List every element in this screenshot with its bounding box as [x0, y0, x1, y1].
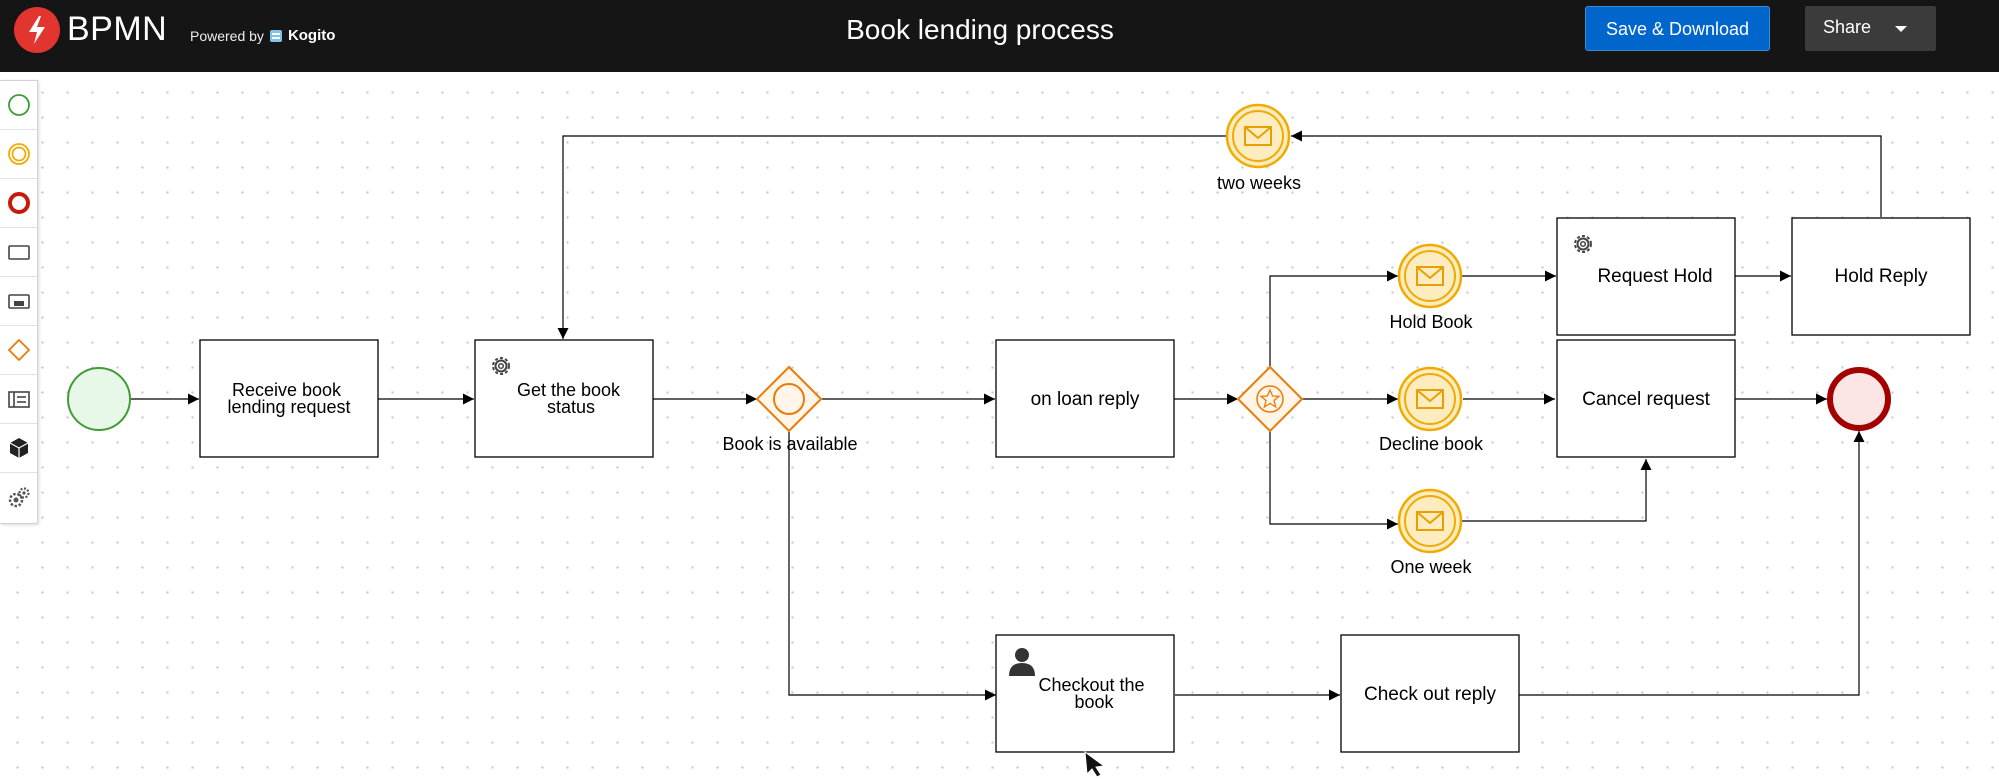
top-bar: BPMN Powered by Kogito Book lending proc… [0, 0, 1999, 72]
task-label: Hold Reply [1835, 266, 1928, 287]
shape-palette [0, 80, 38, 524]
share-dropdown-button[interactable]: Share [1805, 6, 1936, 51]
task-checkout-book[interactable]: Checkout the book [995, 634, 1175, 753]
event-one-week[interactable] [1397, 488, 1463, 554]
task-label: Cancel request [1582, 389, 1711, 410]
palette-end-events[interactable] [0, 179, 37, 228]
task-icon [7, 245, 30, 260]
bpmn-logo-icon [14, 7, 60, 53]
palette-intermediate-events[interactable] [0, 130, 37, 179]
service-tasks-icon [8, 486, 30, 507]
page-title: Book lending process [846, 14, 1114, 45]
palette-start-events[interactable] [0, 81, 37, 130]
event-hold-book[interactable] [1397, 243, 1463, 309]
intermediate-event-icon [7, 143, 30, 165]
task-label: lending request [227, 397, 350, 417]
kogito-logo-icon [269, 30, 282, 42]
palette-lanes[interactable] [0, 375, 37, 424]
task-hold-reply[interactable]: Hold Reply [1791, 217, 1971, 336]
share-label: Share [1823, 17, 1872, 37]
task-label: Check out reply [1364, 684, 1497, 705]
event-label: One week [1390, 557, 1472, 577]
user-task-icon [1009, 648, 1035, 676]
event-label: Hold Book [1389, 312, 1473, 332]
palette-gateways[interactable] [0, 326, 37, 375]
diagram-canvas[interactable]: Receive book lending request Get the boo… [0, 72, 1999, 779]
task-label: Request Hold [1597, 266, 1712, 287]
task-receive-book-request[interactable]: Receive book lending request [199, 339, 379, 458]
palette-subprocesses[interactable] [0, 277, 37, 326]
task-get-book-status[interactable]: Get the book status [474, 339, 654, 458]
mouse-cursor-icon [1084, 750, 1106, 778]
gateway-label: Book is available [722, 434, 857, 454]
event-label: two weeks [1217, 173, 1301, 193]
palette-service-tasks[interactable] [0, 473, 37, 522]
gateway-book-available[interactable] [755, 365, 823, 433]
kogito-brand: Kogito [287, 27, 336, 44]
save-download-button[interactable]: Save & Download [1585, 6, 1770, 51]
task-label: Receive book [232, 380, 342, 400]
task-on-loan-reply[interactable]: on loan reply [995, 339, 1175, 458]
svg-text:Get the book status: Get the book status [517, 380, 625, 417]
task-label: status [547, 397, 595, 417]
event-two-weeks[interactable] [1225, 103, 1291, 169]
app-name: BPMN [67, 10, 168, 48]
event-label: Decline book [1379, 434, 1484, 454]
bpmn-diagram[interactable]: Receive book lending request Get the boo… [0, 72, 1999, 779]
task-cancel-request[interactable]: Cancel request [1556, 339, 1736, 458]
start-event-icon [7, 94, 30, 116]
event-based-gateway[interactable] [1236, 365, 1304, 433]
gateway-icon [7, 338, 30, 362]
task-label: Get the book [517, 380, 621, 400]
task-label: book [1074, 692, 1114, 712]
svg-text:Receive book lending r: Receive book lending request [227, 380, 350, 417]
custom-task-icon [9, 438, 28, 458]
event-decline-book[interactable] [1397, 366, 1463, 432]
task-request-hold[interactable]: Request Hold [1556, 217, 1736, 336]
task-label: on loan reply [1031, 389, 1140, 410]
sequence-flows[interactable] [131, 130, 1882, 701]
end-event[interactable] [1827, 367, 1891, 431]
task-label: Checkout the [1038, 675, 1144, 695]
palette-custom-tasks[interactable] [0, 424, 37, 473]
start-event[interactable] [67, 367, 131, 431]
subprocess-icon [7, 294, 30, 309]
caret-down-icon [1895, 26, 1907, 32]
task-check-out-reply[interactable]: Check out reply [1340, 634, 1520, 753]
end-event-icon [7, 192, 30, 214]
lane-icon [7, 391, 30, 408]
palette-activities[interactable] [0, 228, 37, 277]
svg-text:Checkout the book: Checkout the book [1038, 675, 1149, 712]
powered-by: Powered by Kogito [190, 26, 335, 46]
powered-by-text: Powered by [190, 28, 264, 44]
